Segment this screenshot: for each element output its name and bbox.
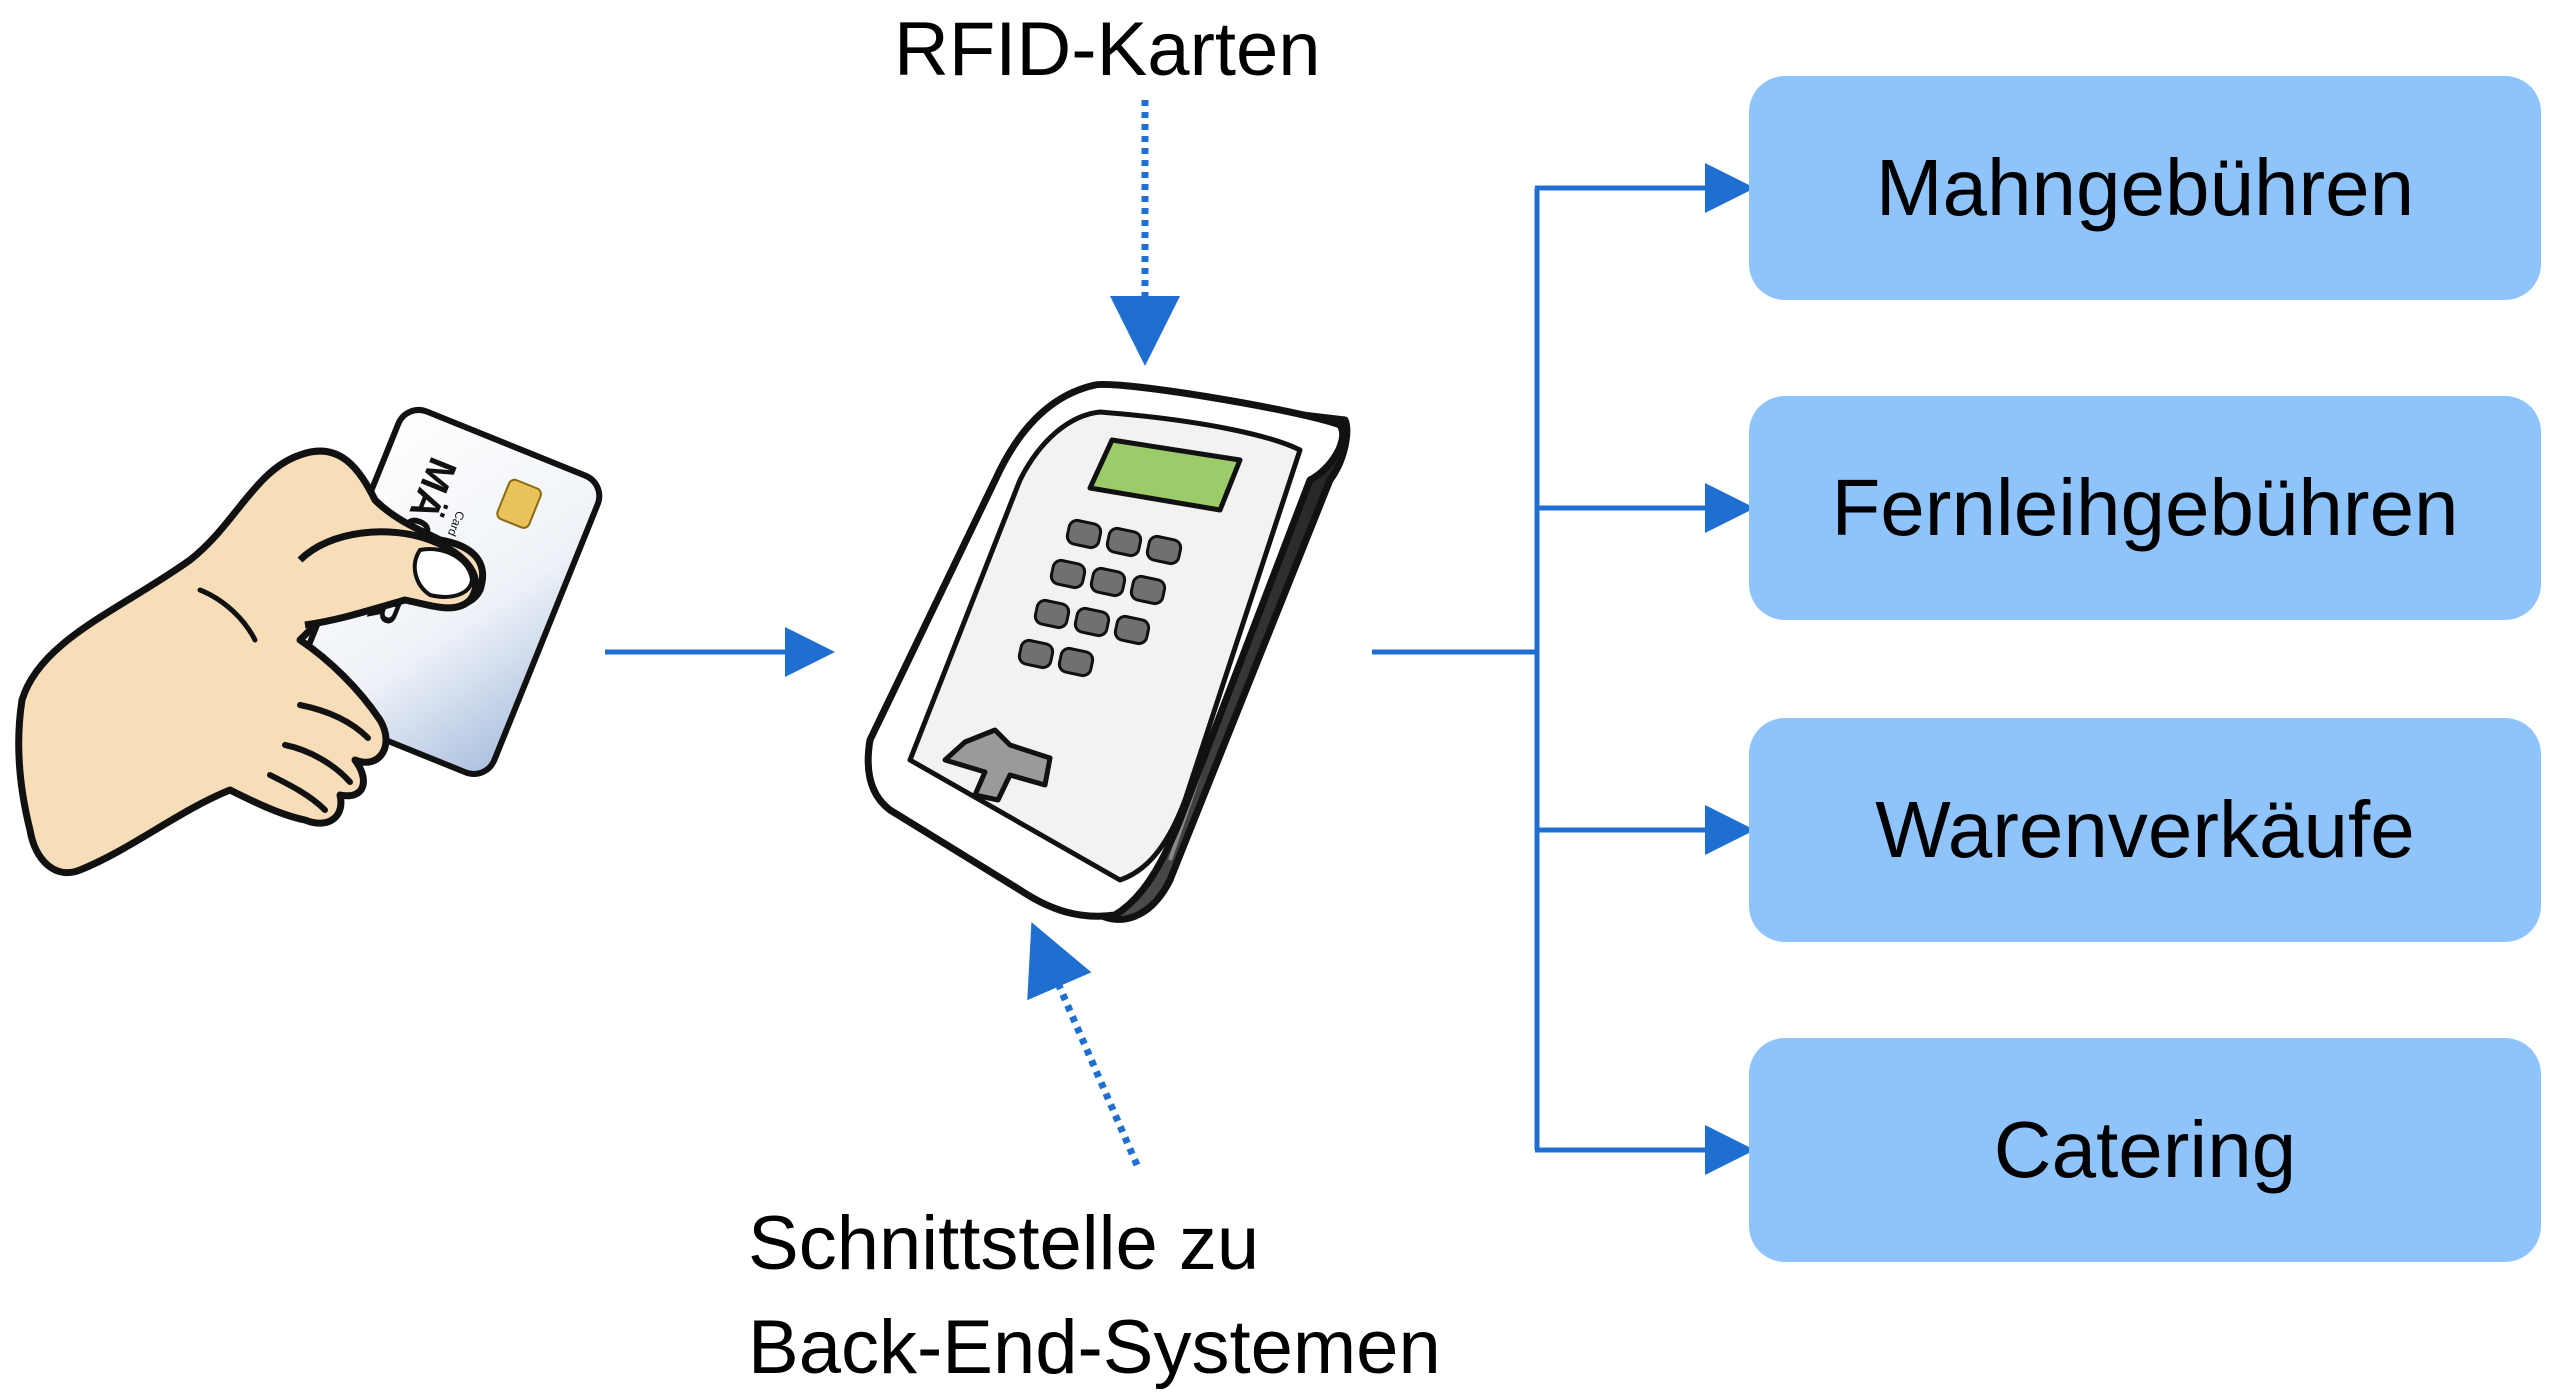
target-box-fernleihgebuehren: Fernleihgebühren: [1749, 396, 2541, 620]
interface-label: Schnittstelle zu Back-End-Systemen: [748, 1192, 1648, 1400]
target-box-mahngebuehren: Mahngebühren: [1749, 76, 2541, 300]
hand-holding-card-icon: MÄCKER Card Solutions: [15, 407, 603, 877]
target-box-warenverkaeufe: Warenverkäufe: [1749, 718, 2541, 942]
branch-connector: [1372, 163, 1755, 1175]
interface-label-line1: Schnittstelle zu: [748, 1201, 1260, 1286]
dotted-arrow-interface: [1027, 922, 1141, 1167]
rfid-label: RFID-Karten: [894, 7, 1321, 92]
interface-label-line2: Back-End-Systemen: [748, 1305, 1441, 1390]
card-terminal-icon: [864, 380, 1351, 923]
target-box-catering: Catering: [1749, 1038, 2541, 1262]
